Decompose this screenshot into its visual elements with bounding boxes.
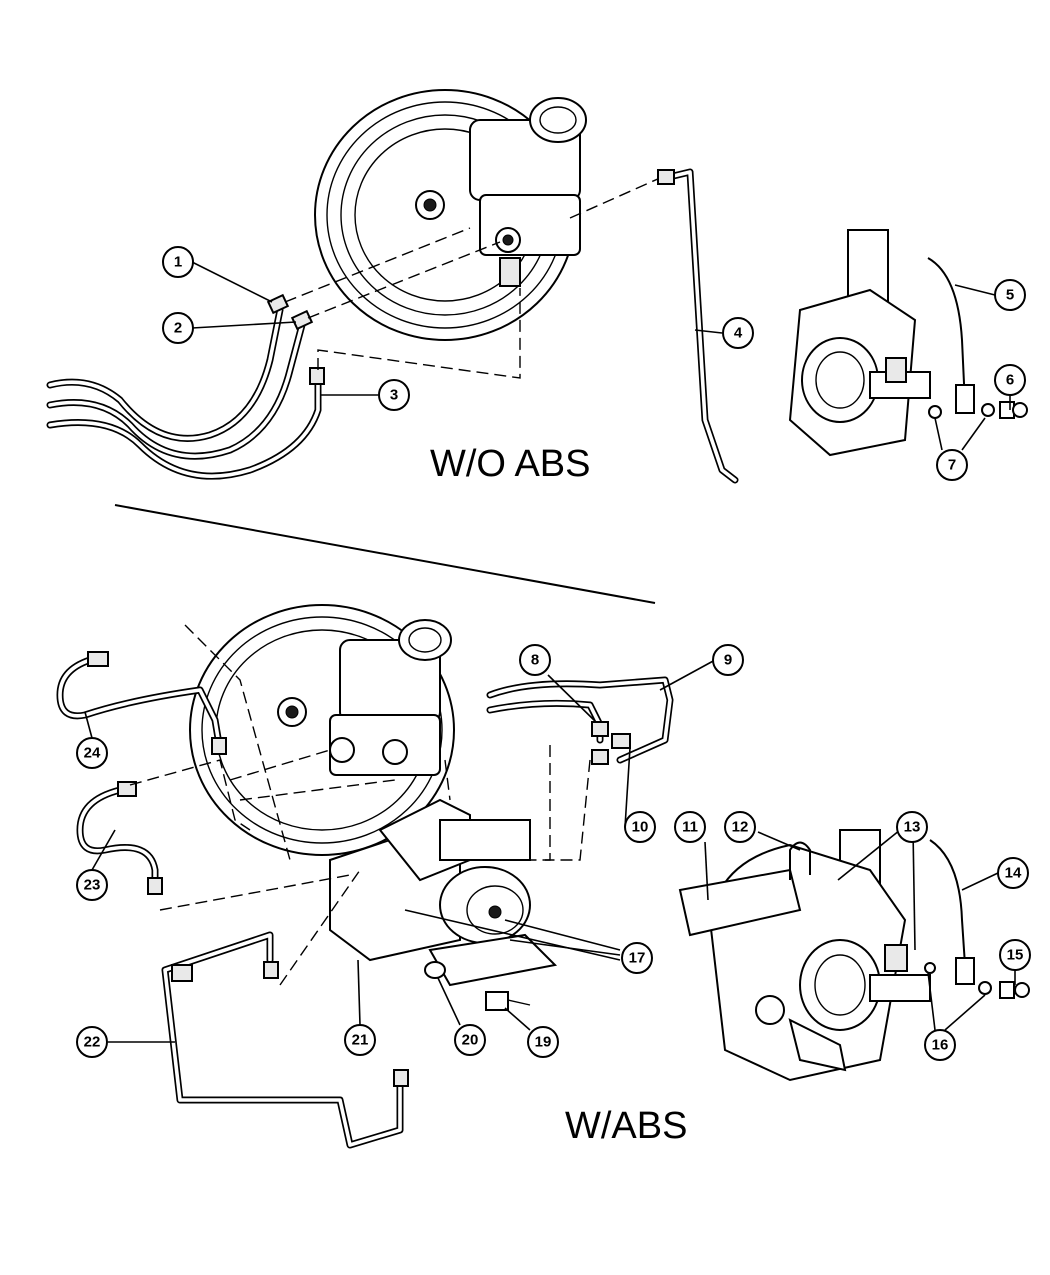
callout-14: 14 xyxy=(997,857,1029,889)
dashed-connections-top xyxy=(284,177,661,379)
svg-text:7: 7 xyxy=(948,457,956,474)
rear-brake-tube-part-4 xyxy=(657,168,739,484)
svg-text:2: 2 xyxy=(174,320,182,337)
callout-1: 1 xyxy=(162,246,194,278)
callout-21: 21 xyxy=(344,1024,376,1056)
callout-8: 8 xyxy=(519,644,551,676)
callout-6: 6 xyxy=(994,364,1026,396)
svg-text:5: 5 xyxy=(1006,287,1014,304)
bracket-bolt-part-19 xyxy=(485,991,531,1011)
callout-7: 7 xyxy=(936,449,968,481)
section-label-without-abs: W/O ABS xyxy=(430,443,590,485)
callout-2: 2 xyxy=(162,312,194,344)
svg-text:11: 11 xyxy=(682,819,698,836)
callout-23: 23 xyxy=(76,869,108,901)
svg-text:3: 3 xyxy=(390,387,398,404)
callout-22: 22 xyxy=(76,1026,108,1058)
svg-text:16: 16 xyxy=(932,1037,949,1054)
section-label-with-abs: W/ABS xyxy=(565,1105,687,1147)
brake-tubes-top xyxy=(46,293,325,480)
callout-9: 9 xyxy=(712,644,744,676)
front-strut-assembly-top xyxy=(788,229,1028,457)
dashed-connections-bottom xyxy=(129,624,591,986)
booster-assembly-bottom xyxy=(189,604,455,856)
leader-lines xyxy=(84,261,1016,1043)
svg-text:13: 13 xyxy=(904,819,921,836)
svg-text:23: 23 xyxy=(84,877,101,894)
svg-text:17: 17 xyxy=(629,950,646,967)
svg-text:22: 22 xyxy=(84,1034,101,1051)
callout-12: 12 xyxy=(724,811,756,843)
brake-tubes-bottom xyxy=(56,651,674,1149)
callout-24: 24 xyxy=(76,737,108,769)
callout-3: 3 xyxy=(378,379,410,411)
svg-text:24: 24 xyxy=(84,745,101,762)
section-divider xyxy=(114,504,656,604)
svg-text:12: 12 xyxy=(732,819,749,836)
booster-assembly-top xyxy=(314,89,587,341)
svg-text:14: 14 xyxy=(1005,865,1022,882)
callout-5: 5 xyxy=(994,279,1026,311)
callout-13: 13 xyxy=(896,811,928,843)
callout-11: 11 xyxy=(674,811,706,843)
svg-text:6: 6 xyxy=(1006,372,1014,389)
callout-15: 15 xyxy=(999,939,1031,971)
svg-text:4: 4 xyxy=(734,325,743,342)
callout-19: 19 xyxy=(527,1026,559,1058)
front-strut-assembly-bottom xyxy=(678,829,1030,1082)
svg-text:21: 21 xyxy=(352,1032,369,1049)
callout-16: 16 xyxy=(924,1029,956,1061)
svg-text:8: 8 xyxy=(531,652,539,669)
svg-text:19: 19 xyxy=(535,1034,552,1051)
callout-20: 20 xyxy=(454,1024,486,1056)
svg-text:9: 9 xyxy=(724,652,732,669)
svg-text:20: 20 xyxy=(462,1032,479,1049)
callout-4: 4 xyxy=(722,317,754,349)
abs-modulator-part-21 xyxy=(329,798,531,962)
callout-10: 10 xyxy=(624,811,656,843)
svg-text:10: 10 xyxy=(632,819,649,836)
svg-text:1: 1 xyxy=(174,254,182,271)
callout-17: 17 xyxy=(621,942,653,974)
svg-text:15: 15 xyxy=(1007,947,1024,964)
